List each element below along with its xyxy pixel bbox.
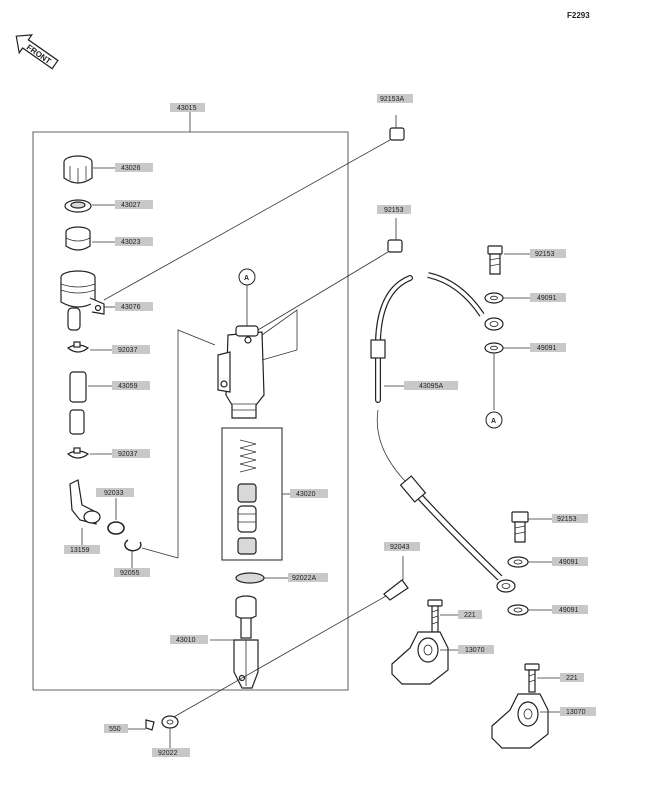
reservoir-43076: 43076 — [60, 270, 153, 331]
washer-92022: 92022 — [152, 715, 190, 757]
circlip-92055: 92055 — [114, 539, 150, 577]
label-43059: 43059 — [118, 383, 138, 390]
label-92153a: 92153A — [380, 96, 404, 103]
washer-49091-lower-a: 49091 — [507, 556, 588, 568]
callout-a-caliper: A — [485, 354, 503, 429]
label-49091-upper-b: 49091 — [537, 345, 557, 352]
banjo-bolt-92153a: 92153A — [377, 94, 413, 141]
label-221-lower: 221 — [566, 675, 578, 682]
label-49091-lower-b: 49091 — [559, 607, 579, 614]
diaphragm-43023: 43023 — [65, 226, 153, 251]
bracket-13070-upper: 13070 — [391, 631, 494, 685]
callout-a-label-2: A — [491, 418, 496, 425]
assembly-bracket-43015: 43015 — [32, 103, 349, 691]
banjo-bolt-92153-upper-right: 92153 — [487, 245, 566, 275]
label-43023: 43023 — [121, 239, 141, 246]
label-92153-lower-right: 92153 — [557, 516, 577, 523]
banjo-bolt-92153-mid: 92153 — [377, 205, 411, 253]
washer-49091-lower-b: 49091 — [507, 604, 588, 616]
hose-connector-13159: 13159 — [64, 479, 101, 554]
screw-221-upper: 221 — [427, 599, 482, 633]
brake-hose-43095a: 43095A — [370, 272, 516, 593]
label-13070-lower: 13070 — [566, 709, 586, 716]
label-43010: 43010 — [176, 637, 196, 644]
label-13070-upper: 13070 — [465, 647, 485, 654]
hose-clamp-92037-lower: 92037 — [66, 447, 150, 459]
label-43095a: 43095A — [419, 383, 443, 390]
banjo-bolt-92153-lower-right: 92153 — [511, 511, 588, 543]
label-92022a: 92022A — [292, 575, 316, 582]
label-49091-lower-a: 49091 — [559, 559, 579, 566]
reservoir-cap-43026: 43026 — [63, 155, 153, 184]
label-92033: 92033 — [104, 490, 124, 497]
label-92037-upper: 92037 — [118, 347, 138, 354]
hose-clamp-92037-upper: 92037 — [66, 341, 150, 354]
piston-kit-43020: 43020 — [221, 427, 328, 561]
label-43027: 43027 — [121, 202, 141, 209]
bracket-13070-lower: 13070 — [491, 693, 596, 749]
push-rod-43010: 43010 — [170, 595, 259, 689]
label-550: 550 — [109, 726, 121, 733]
label-43026: 43026 — [121, 165, 141, 172]
diaphragm-plate-43027: 43027 — [64, 199, 153, 213]
screw-221-lower: 221 — [524, 663, 584, 693]
label-92055: 92055 — [120, 570, 140, 577]
label-43020: 43020 — [296, 491, 316, 498]
label-92022: 92022 — [158, 750, 178, 757]
washer-49091-upper-a: 49091 — [484, 292, 566, 304]
cotter-pin-550: 550 — [104, 719, 155, 733]
label-92153-upper-right: 92153 — [535, 251, 555, 258]
reservoir-hose-43059: 43059 — [69, 371, 150, 435]
boot-92022a: 92022A — [235, 572, 328, 584]
front-direction-arrow: FRONT — [15, 34, 59, 70]
o-ring-92033: 92033 — [96, 488, 134, 535]
figure-code: F2293 — [567, 11, 590, 20]
label-92043: 92043 — [390, 544, 410, 551]
label-13159: 13159 — [70, 547, 90, 554]
label-92037-lower: 92037 — [118, 451, 138, 458]
label-43076: 43076 — [121, 304, 141, 311]
label-49091-upper-a: 49091 — [537, 295, 557, 302]
label-43015: 43015 — [177, 105, 197, 112]
washer-49091-upper-b: 49091 — [484, 342, 566, 354]
callout-a-body: A — [238, 268, 256, 326]
label-92153-mid: 92153 — [384, 207, 404, 214]
master-cylinder-body — [217, 325, 265, 419]
callout-a-label-1: A — [244, 275, 249, 282]
clevis-pin-92043: 92043 — [383, 542, 420, 601]
label-221-upper: 221 — [464, 612, 476, 619]
